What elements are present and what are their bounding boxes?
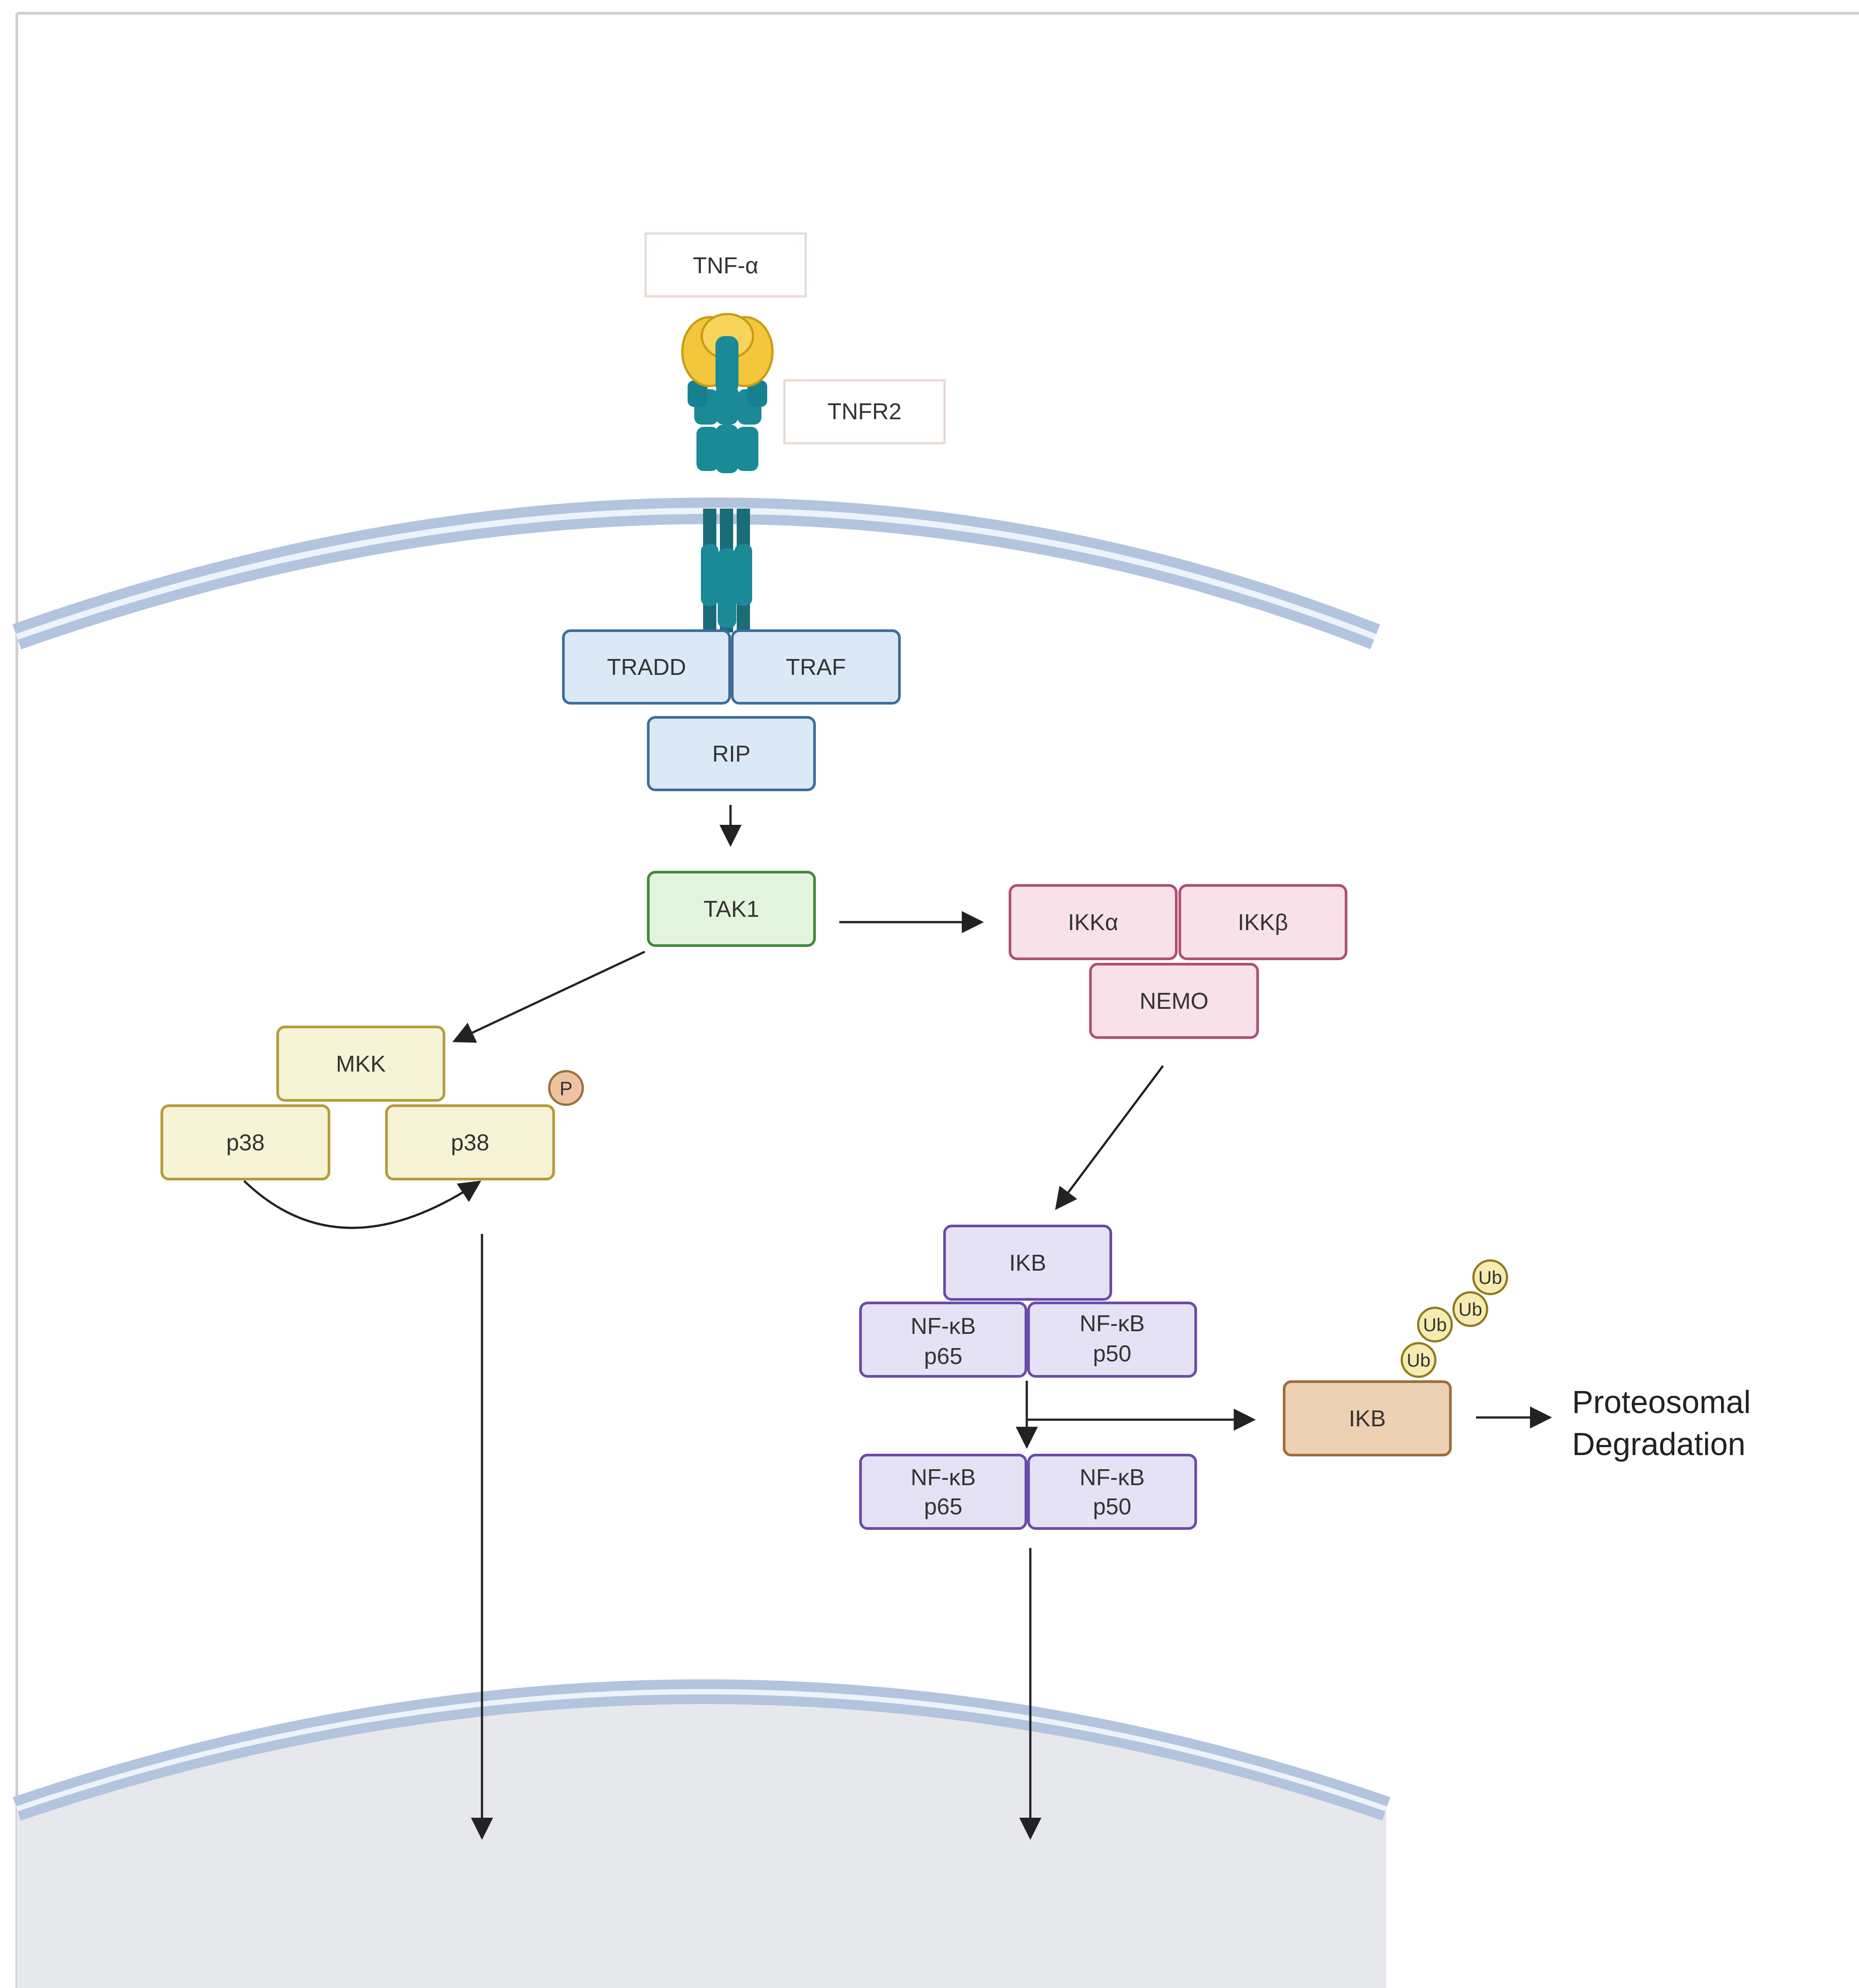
nucleus	[13, 1679, 1391, 1988]
ikb-ubiquitinated-label: IKB	[1349, 1406, 1386, 1432]
p38-right-box	[385, 1104, 555, 1180]
nemo-label: NEMO	[1140, 988, 1209, 1014]
ikk-alpha-box	[1009, 884, 1178, 960]
nfkb-p50-upper-label-1: NF-κB	[1079, 1311, 1144, 1337]
p38-left-label: p38	[226, 1130, 265, 1156]
tradd-label: TRADD	[607, 655, 686, 680]
cell-membrane	[12, 498, 1380, 650]
ikb-ubiquitinated-box	[1283, 1380, 1452, 1456]
nfkb-p65-upper-label-1: NF-κB	[910, 1314, 975, 1339]
ub-label-2: Ub	[1423, 1314, 1447, 1335]
nfkb-p50-free-box	[1027, 1454, 1197, 1530]
ikk-beta-box	[1178, 884, 1347, 960]
nfkb-p50-upper-box	[1027, 1302, 1197, 1378]
nfkb-p65-free-label-1: NF-κB	[910, 1465, 975, 1490]
arrow-tak1-to-mkk	[452, 950, 646, 1043]
ikb-bound-box	[943, 1225, 1112, 1301]
rip-box	[647, 716, 816, 791]
tradd-box	[562, 629, 731, 705]
tnfr2-receptor-icon	[688, 380, 767, 632]
ub-label-4: Ub	[1478, 1267, 1502, 1288]
nfkb-p65-free-box	[859, 1454, 1027, 1530]
tak1-label: TAK1	[704, 896, 759, 922]
nfkb-p65-free-label-2: p65	[924, 1494, 963, 1520]
p38-right-label: p38	[451, 1130, 490, 1156]
ub-label-3: Ub	[1458, 1299, 1482, 1320]
arrow-nemo-to-ikb	[1055, 1065, 1164, 1210]
nfkb-p50-upper-label-2: p50	[1093, 1341, 1132, 1367]
traf-box	[731, 629, 901, 705]
phospho-label: P	[559, 1078, 572, 1099]
nfkb-p65-upper-box	[859, 1302, 1027, 1378]
nfkb-p50-free-label-2: p50	[1093, 1494, 1132, 1520]
tnfr2-label-box	[783, 379, 946, 444]
tak1-box	[647, 871, 816, 947]
arrow-p38-phosphorylation	[243, 1180, 482, 1229]
mkk-label: MKK	[336, 1051, 386, 1077]
p38-left-box	[161, 1104, 330, 1180]
tnfr2-label: TNFR2	[827, 399, 902, 425]
degradation-label-2: Degradation	[1572, 1427, 1745, 1462]
tnf-alpha-label-box	[644, 232, 807, 298]
phospho-badge-icon: P	[548, 1070, 584, 1106]
degradation-label-1: Proteosomal	[1572, 1385, 1751, 1420]
ubiquitin-chain-icon: Ub Ub Ub Ub	[1400, 1259, 1508, 1378]
nfkb-p65-upper-label-2: p65	[924, 1344, 963, 1369]
ikk-alpha-label: IKKα	[1068, 910, 1118, 935]
tnf-alpha-label: TNF-α	[693, 253, 758, 279]
rip-label: RIP	[712, 741, 751, 767]
ub-label-1: Ub	[1407, 1350, 1431, 1371]
nemo-box	[1089, 963, 1259, 1039]
mkk-box	[276, 1026, 445, 1102]
ikb-bound-label: IKB	[1009, 1250, 1046, 1276]
tnf-alpha-ligand-icon	[681, 313, 774, 394]
nfkb-p50-free-label-1: NF-κB	[1079, 1465, 1144, 1490]
traf-label: TRAF	[786, 655, 846, 680]
ikk-beta-label: IKKβ	[1238, 910, 1288, 935]
